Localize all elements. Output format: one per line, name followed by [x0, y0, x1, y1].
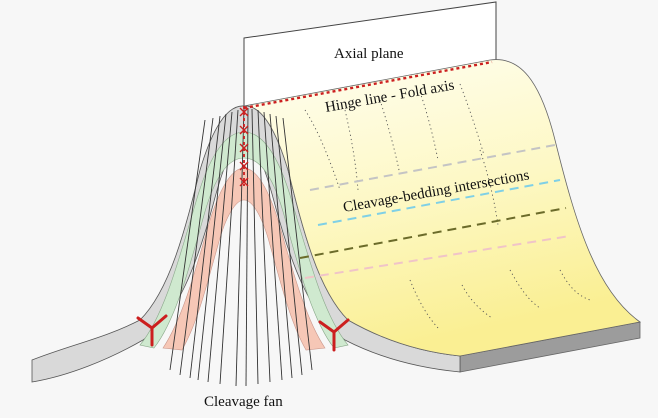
fold-surface: [243, 59, 641, 357]
fold-pink-layer: [162, 167, 326, 351]
cleavage-fan-lines: [169, 107, 313, 387]
limb-y-marks: [136, 314, 350, 352]
hinge-x-marks: [239, 107, 249, 187]
left-limb-mark: [136, 314, 168, 347]
cleavage-fan-label: Cleavage fan: [204, 394, 283, 410]
hinge-line: [243, 60, 493, 110]
axial-plane-label: Axial plane: [334, 46, 404, 62]
surface-dotted-curves: [304, 83, 591, 331]
intersection-line-cyan: [317, 179, 561, 226]
intersection-line-grey: [309, 144, 556, 191]
right-limb-mark: [318, 318, 350, 352]
intersection-line-olive: [299, 207, 567, 259]
intersection-lines: [299, 144, 571, 279]
